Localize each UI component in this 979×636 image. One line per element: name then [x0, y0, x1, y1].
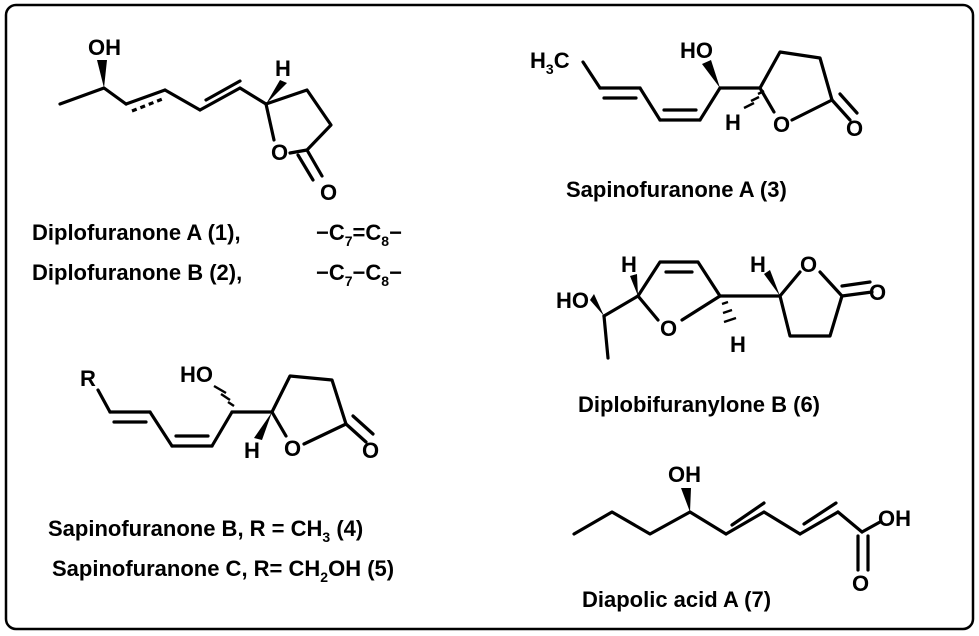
- carbonyl-bond: [840, 280, 872, 288]
- carbonyl-bond: [838, 92, 859, 115]
- atom-ho: HO: [680, 38, 713, 63]
- carbonyl-bond: [305, 148, 324, 178]
- atom-h: H: [750, 252, 766, 277]
- atom-o: O: [773, 112, 790, 137]
- atom-o: O: [284, 436, 301, 461]
- atom-h: H: [725, 110, 741, 135]
- ring-bond: [270, 374, 348, 426]
- structure-sapinofuranone-a: H3C HO H O O: [530, 38, 863, 141]
- bond: [204, 79, 242, 102]
- label-diapolic-acid-a: Diapolic acid A (7): [582, 587, 771, 612]
- atom-o: O: [869, 280, 886, 305]
- ring-bond: [778, 270, 802, 298]
- ring-bond: [758, 86, 776, 114]
- ring-bond: [636, 260, 722, 298]
- bond: [860, 520, 882, 534]
- bond: [581, 60, 602, 90]
- atom-h: H: [275, 56, 291, 81]
- bond: [148, 410, 174, 448]
- bond: [802, 501, 838, 526]
- bond: [724, 510, 766, 536]
- atom-o: O: [660, 316, 677, 341]
- wedge-bond: [630, 274, 638, 296]
- atom-o: O: [800, 252, 817, 277]
- ring-bond: [758, 50, 834, 102]
- atom-h: H: [730, 332, 746, 357]
- bond: [762, 510, 802, 536]
- ring-bond: [264, 102, 276, 142]
- dashed-bond: [131, 96, 166, 113]
- wedge-bond: [702, 60, 720, 88]
- structure-diplofuranone: OH H O O: [58, 35, 337, 205]
- structure-diapolic-acid-a: OH OH O: [572, 462, 911, 596]
- ring-bond: [302, 422, 348, 446]
- atom-ho: HO: [180, 362, 213, 387]
- label-sapinofuranone-a: Sapinofuranone A (3): [566, 177, 787, 202]
- atom-o: O: [271, 140, 288, 165]
- bond: [210, 410, 234, 448]
- atom-oh: OH: [878, 506, 911, 531]
- wedge-bond: [681, 488, 691, 512]
- wedge-bond: [266, 80, 287, 104]
- carbonyl-bond: [296, 153, 315, 182]
- ring-bond: [778, 270, 844, 338]
- bond: [124, 88, 167, 106]
- label-sapinofuranone-b: Sapinofuranone B, R = CH3 (4): [48, 516, 363, 545]
- bond: [238, 86, 268, 106]
- wedge-bond: [764, 270, 780, 296]
- bond: [602, 294, 640, 318]
- ring-bond: [790, 98, 834, 122]
- bond: [836, 510, 864, 534]
- label-diplofuranone-b: Diplofuranone B (2),: [32, 260, 242, 285]
- ring-bond: [636, 294, 660, 322]
- bond: [198, 86, 242, 112]
- ring-bond: [680, 294, 722, 322]
- label-sapinofuranone-c: Sapinofuranone C, R= CH2OH (5): [52, 556, 394, 585]
- fragment-c7-c8-single: −C7−C8−: [316, 260, 402, 289]
- structure-diplobifuranylone-b: HO H O H H O O: [556, 252, 886, 360]
- atom-ho: HO: [556, 288, 589, 313]
- structure-sapinofuranone-bc: R HO H O O: [80, 362, 379, 463]
- ring-bond: [288, 148, 309, 155]
- label-diplofuranone-a: Diplofuranone A (1),: [32, 220, 241, 245]
- atom-h: H: [244, 438, 260, 463]
- carbonyl-bond: [351, 414, 375, 436]
- bond: [96, 388, 112, 414]
- bond: [698, 86, 722, 122]
- atom-o: O: [852, 571, 869, 596]
- wedge-bond: [590, 294, 604, 316]
- bond: [688, 510, 728, 536]
- carbonyl-bond: [830, 98, 852, 122]
- bond: [163, 88, 202, 112]
- fragment-c7-c8-double: −C7=C8−: [316, 220, 402, 249]
- bond: [638, 86, 662, 122]
- atom-r: R: [80, 366, 96, 391]
- frame-border: [4, 3, 975, 631]
- hashed-bond: [721, 300, 737, 324]
- wedge-bond: [97, 60, 107, 88]
- bond: [572, 510, 692, 536]
- atom-oh: OH: [668, 462, 701, 487]
- atom-o: O: [320, 180, 337, 205]
- ring-bond: [264, 88, 333, 152]
- bond: [602, 314, 610, 360]
- atom-h3c: H3C: [530, 48, 570, 77]
- bond: [798, 510, 840, 536]
- atom-h: H: [621, 252, 637, 277]
- atom-o: O: [362, 438, 379, 463]
- carbonyl-bond: [344, 422, 368, 444]
- label-diplobifuranylone-b: Diplobifuranylone B (6): [578, 392, 820, 417]
- bond: [58, 86, 128, 106]
- hashed-bond: [213, 384, 235, 407]
- atom-oh: OH: [88, 35, 121, 60]
- wedge-bond: [254, 412, 272, 440]
- carbonyl-bond: [840, 290, 874, 298]
- hashed-bond: [743, 89, 765, 110]
- atom-o: O: [846, 116, 863, 141]
- bond: [730, 501, 766, 527]
- ring-bond: [270, 410, 288, 438]
